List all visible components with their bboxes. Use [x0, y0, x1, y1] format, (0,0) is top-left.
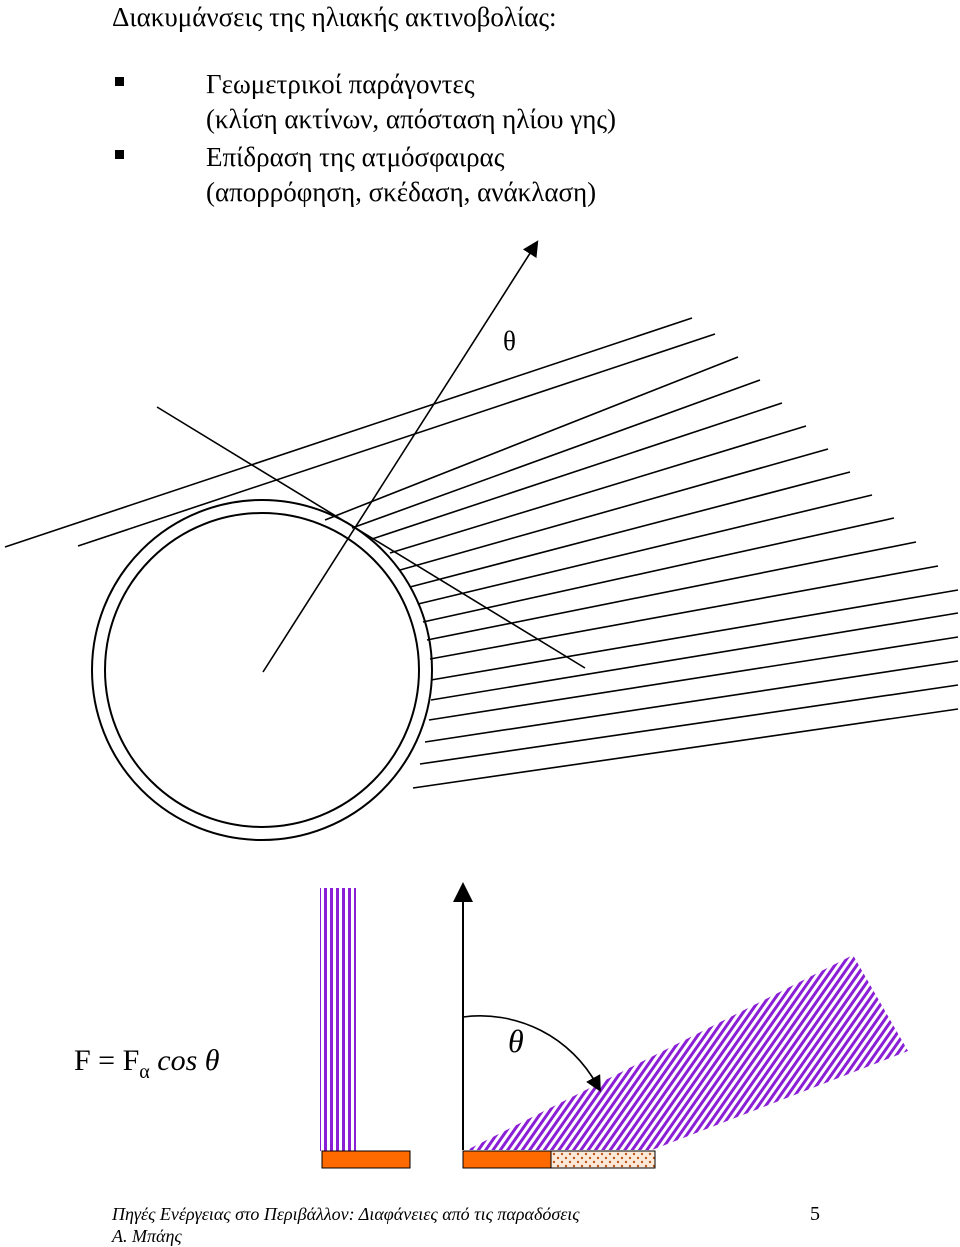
normal-arrow	[262, 240, 539, 673]
angle-arc	[462, 1015, 601, 1093]
theta-label: θ	[503, 326, 516, 356]
tangent-line	[156, 406, 586, 669]
angle-label: θ	[508, 1023, 524, 1059]
page-title: Διακυμάνσεις της ηλιακής ακτινοβολίας:	[112, 2, 557, 32]
bullet-1-line-1: Γεωμετρικοί παράγοντες	[206, 69, 475, 99]
vertical-beam	[320, 888, 356, 1151]
sun-rays	[4, 317, 959, 789]
oblique-beam	[467, 955, 908, 1150]
formula-lhs: F = F	[74, 1044, 140, 1077]
formula-subscript: α	[139, 1061, 150, 1083]
footer: Πηγές Ενέργειας στο Περιβάλλον: Διαφάνει…	[112, 1203, 580, 1247]
oblique-spread	[550, 1150, 656, 1169]
bullet-icon	[115, 150, 124, 159]
bullet-2-line-2: (απορρόφηση, σκέδαση, ανάκλαση)	[206, 177, 597, 207]
footer-author: Α. Μπάης	[112, 1226, 182, 1246]
footer-source: Πηγές Ενέργειας στο Περιβάλλον: Διαφάνει…	[112, 1204, 580, 1224]
flux-formula: F = Fα cos θ	[74, 1044, 220, 1083]
oblique-base	[462, 1150, 552, 1169]
page-number: 5	[810, 1203, 820, 1225]
bullet-1-line-2: (κλίση ακτίνων, απόσταση ηλίου γης)	[206, 104, 617, 134]
bullet-2-line-1: Επίδραση της ατμόσφαιρας	[206, 142, 505, 172]
bullet-icon	[115, 77, 124, 86]
vertical-base	[321, 1150, 411, 1169]
earth-circle	[91, 499, 433, 841]
formula-function: cos θ	[157, 1044, 220, 1077]
